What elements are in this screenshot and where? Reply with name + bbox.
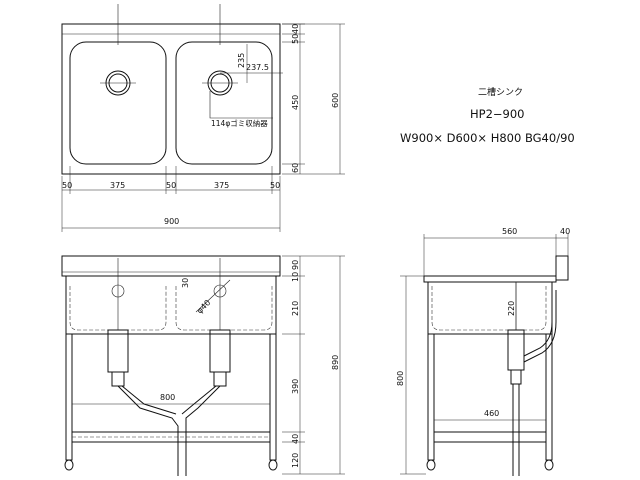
front-left-drain	[111, 284, 125, 298]
note-leader	[209, 91, 273, 119]
side-leg-front	[427, 333, 435, 461]
dim-375-left: 375	[110, 181, 125, 190]
top-view: 235 237.5 114φゴミ収納器 40 50 450 60 600 50 …	[61, 4, 345, 232]
front-pipe-right	[185, 385, 221, 476]
dim-40-side: 40	[560, 227, 570, 236]
dim-890: 890	[331, 355, 340, 370]
side-leg-back	[545, 333, 553, 461]
front-trap-left	[111, 371, 125, 387]
dim-40-shelf: 40	[291, 434, 300, 444]
dim-450: 450	[291, 95, 300, 110]
dim-900: 900	[164, 217, 179, 226]
side-top	[423, 275, 557, 283]
dim-50-left: 50	[62, 181, 72, 190]
front-backguard	[61, 255, 281, 277]
dim-220: 220	[507, 301, 516, 316]
front-body	[65, 275, 277, 335]
front-pipe-left	[117, 385, 179, 476]
front-drain-right	[209, 329, 231, 373]
dim-210: 210	[291, 301, 300, 316]
dim-120: 120	[291, 453, 300, 468]
front-leg-right	[269, 333, 277, 461]
side-overflow	[523, 290, 553, 357]
dim-237-5: 237.5	[246, 63, 269, 72]
side-bowl-hidden	[431, 286, 547, 331]
side-view: 560 40 220 460 800	[396, 227, 570, 476]
left-bowl	[69, 41, 167, 165]
side-trap	[510, 369, 522, 385]
side-body	[427, 281, 553, 335]
note-garbage-basket: 114φゴミ収納器	[211, 118, 268, 128]
front-left-bowl-hidden	[69, 286, 167, 331]
right-bowl	[175, 41, 273, 165]
front-leg-left	[65, 333, 73, 461]
dim-560: 560	[502, 227, 517, 236]
side-foot-front	[426, 459, 436, 471]
dim-800-front: 800	[160, 393, 175, 402]
front-view: 800 φ40 30 90 10 210 390 40 120 890	[61, 255, 345, 476]
dim-30: 30	[181, 278, 190, 288]
dim-50-right: 50	[270, 181, 280, 190]
front-foot-right	[268, 459, 278, 471]
dim-800-side: 800	[396, 371, 405, 386]
dim-40: 40	[291, 24, 300, 34]
front-drain-left	[107, 329, 129, 373]
dim-50-center: 50	[166, 181, 176, 190]
front-right-bowl-hidden	[175, 286, 273, 331]
dim-phi40: φ40	[195, 298, 212, 315]
front-trap-right	[213, 371, 227, 387]
dim-10: 10	[291, 272, 300, 282]
dim-460: 460	[484, 409, 499, 418]
side-backguard	[555, 255, 569, 281]
front-right-drain	[213, 284, 227, 298]
front-foot-left	[64, 459, 74, 471]
product-name: 二槽シンク	[478, 86, 523, 98]
dim-235: 235	[237, 53, 246, 68]
dim-90: 90	[291, 260, 300, 270]
side-overflow-2	[523, 290, 557, 363]
top-counter-outline	[61, 23, 281, 175]
dim-60: 60	[291, 163, 300, 173]
title-block: 二槽シンク HP2−900 W900× D600× H800 BG40/90	[400, 86, 575, 145]
dim-390: 390	[291, 379, 300, 394]
model-number: HP2−900	[470, 107, 525, 121]
dimension-spec: W900× D600× H800 BG40/90	[400, 131, 575, 145]
side-foot-back	[544, 459, 554, 471]
front-pipe-right-2	[181, 385, 217, 415]
side-drain	[507, 329, 525, 371]
dim-600: 600	[331, 93, 340, 108]
phi40-leader	[195, 279, 231, 313]
dim-375-right: 375	[214, 181, 229, 190]
dim-50-back: 50	[291, 34, 300, 44]
